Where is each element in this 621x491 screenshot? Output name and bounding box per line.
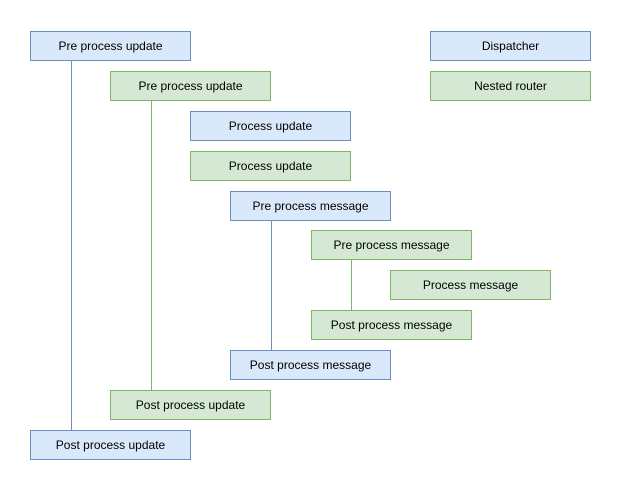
node-dispatcher-post-process-update: Post process update: [30, 430, 191, 460]
node-router-post-process-message: Post process message: [311, 310, 472, 340]
node-router-process-update: Process update: [190, 151, 351, 181]
node-router-pre-process-message: Pre process message: [311, 230, 472, 260]
node-dispatcher-post-process-message: Post process message: [230, 350, 391, 380]
router-message-lifeline-connector: [351, 260, 352, 310]
node-dispatcher-pre-process-message: Pre process message: [230, 191, 391, 221]
dispatcher-message-lifeline-connector: [271, 221, 272, 350]
node-router-process-message: Process message: [390, 270, 551, 300]
node-dispatcher-pre-process-update: Pre process update: [30, 31, 191, 61]
node-dispatcher-legend: Dispatcher: [430, 31, 591, 61]
router-update-lifeline-connector: [151, 101, 152, 390]
node-router-pre-process-update: Pre process update: [110, 71, 271, 101]
node-router-post-process-update: Post process update: [110, 390, 271, 420]
dispatcher-update-lifeline-connector: [71, 61, 72, 430]
node-dispatcher-process-update: Process update: [190, 111, 351, 141]
node-nested-router-legend: Nested router: [430, 71, 591, 101]
